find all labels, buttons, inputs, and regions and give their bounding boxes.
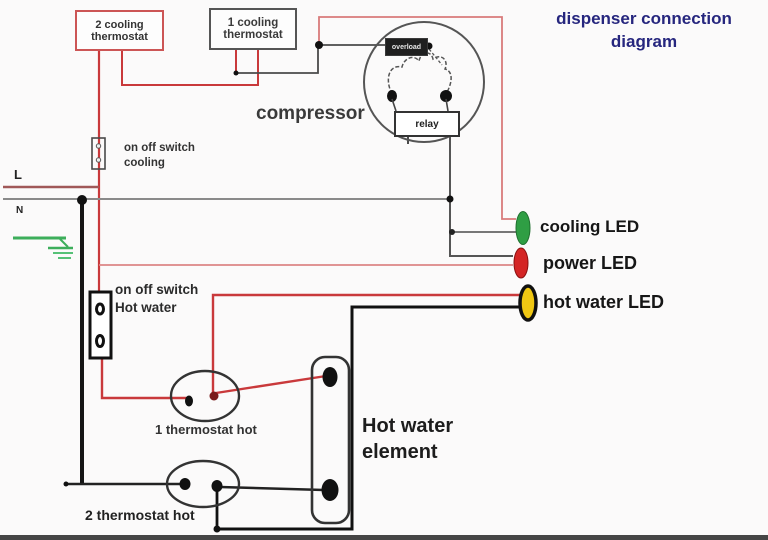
thermostat-hot-1-body: [169, 369, 241, 423]
hot-water-switch-contact-top: [95, 302, 105, 316]
winding-terminal-left: [387, 90, 397, 102]
thermostat-hot-1-label: 1 thermostat hot: [155, 422, 257, 437]
thermostat-hot-1-terminal-right: [209, 391, 219, 401]
diagram-title: dispenser connection diagram: [556, 9, 732, 51]
cooling-switch-contact-bottom: [95, 157, 102, 163]
power-led-label: power LED: [543, 253, 638, 273]
element-terminal-bottom: [321, 479, 339, 501]
wire-hot-water-led-return: [217, 305, 519, 531]
compressor-winding-coil: [387, 52, 452, 95]
wire-red-bypass-to-cooling-led: [318, 16, 516, 220]
cooling-led: [515, 211, 531, 245]
junction-thermostat1-corner: [233, 70, 239, 76]
cooling-led-label: cooling LED: [540, 217, 640, 236]
thermostat-hot-2-body: [165, 459, 241, 509]
relay-box: relay: [394, 111, 460, 137]
thermostat-hot-2-label: 2 thermostat hot: [85, 507, 195, 523]
element-terminal-top: [322, 367, 338, 387]
hot-water-switch-body: [88, 290, 113, 360]
junction-return-bottom: [213, 525, 221, 533]
hot-water-element-body: [310, 355, 351, 525]
hot-water-switch-contact-bottom: [95, 334, 105, 348]
thermostat-hot-2-terminal-left: [179, 478, 191, 490]
l-line-label: L: [14, 167, 22, 182]
wire-thermostat-hot-2-to-element-bottom: [219, 485, 325, 492]
wire-thermostat1-to-overload: [236, 44, 386, 74]
switch-hot-water-label: on off switch Hot water: [115, 282, 199, 315]
junction-bottom-left: [63, 481, 69, 487]
on-off-switch-hot-water: [88, 290, 113, 360]
cooling-switch-contact-top: [95, 143, 102, 149]
power-led: [513, 247, 529, 279]
screen-edge-artifact: [0, 535, 768, 540]
ground-symbol: [13, 236, 73, 259]
compressor-circle: [363, 21, 485, 143]
compressor-label: compressor: [256, 103, 365, 124]
wire-thermostat-hot-1-to-element-top: [215, 374, 327, 395]
thermostat-hot-2-terminal-right: [211, 480, 223, 492]
cooling-thermostat-1-box: 1 cooling thermostat: [209, 8, 297, 50]
junction-overload-feed: [315, 41, 323, 49]
wire-thermostat2-to-thermostat1: [121, 46, 259, 86]
winding-right-to-relay: [445, 98, 449, 112]
overload-box: overload: [385, 38, 428, 56]
n-line-label: N: [16, 205, 24, 216]
wire-switch-to-thermostat-hot-1: [100, 358, 188, 400]
ground-connector: [59, 238, 69, 248]
winding-left-to-relay: [391, 98, 397, 112]
switch-cooling-label: on off switch cooling: [124, 142, 195, 169]
cooling-switch-body: [91, 137, 106, 170]
wire-relay-to-neutral-and-power-led: [449, 134, 513, 257]
on-off-switch-cooling: [91, 137, 106, 170]
junction-neutral-line: [77, 195, 87, 205]
winding-terminal-right: [440, 90, 452, 102]
junction-cooling-led: [449, 229, 455, 235]
thermostat-hot-1-terminal-left: [185, 395, 193, 407]
hot-water-led: [518, 284, 538, 322]
wire-thermostat-hot-1-to-hot-water-led: [211, 293, 520, 396]
cooling-thermostat-2-box: 2 cooling thermostat: [75, 10, 164, 51]
hot-water-led-label: hot water LED: [543, 292, 665, 312]
junction-relay-neutral: [446, 195, 454, 203]
hot-water-element-label: Hot water element: [362, 415, 454, 463]
overload-to-winding-link: [428, 48, 443, 66]
